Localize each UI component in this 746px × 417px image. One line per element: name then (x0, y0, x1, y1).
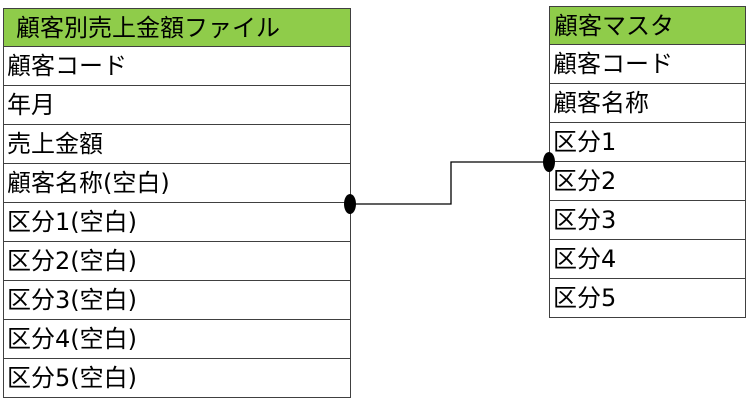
customer-master-field-category-3: 区分3 (550, 201, 745, 240)
sales-file-field-category-4: 区分4(空白) (4, 320, 350, 359)
customer-master-table: 顧客マスタ 顧客コード 顧客名称 区分1 区分2 区分3 区分4 区分5 (549, 6, 746, 318)
sales-file-field-customer-code: 顧客コード (4, 47, 350, 86)
customer-master-field-customer-code: 顧客コード (550, 45, 745, 84)
relation-line (350, 161, 549, 205)
customer-master-field-category-1: 区分1 (550, 123, 745, 162)
customer-master-field-category-2: 区分2 (550, 162, 745, 201)
sales-file-field-category-5: 区分5(空白) (4, 359, 350, 398)
customer-master-field-customer-name: 顧客名称 (550, 84, 745, 123)
relation-endpoint-right (543, 152, 555, 172)
sales-file-field-category-2: 区分2(空白) (4, 242, 350, 281)
customer-master-field-category-5: 区分5 (550, 279, 745, 318)
sales-file-field-customer-name: 顧客名称(空白) (4, 164, 350, 203)
sales-file-table: 顧客別売上金額ファイル 顧客コード 年月 売上金額 顧客名称(空白) 区分1(空… (3, 8, 351, 398)
sales-file-field-sales-amount: 売上金額 (4, 125, 350, 164)
relation-endpoint-left (344, 194, 356, 214)
sales-file-field-category-3: 区分3(空白) (4, 281, 350, 320)
customer-master-field-category-4: 区分4 (550, 240, 745, 279)
customer-master-table-title: 顧客マスタ (550, 6, 745, 45)
sales-file-field-category-1: 区分1(空白) (4, 203, 350, 242)
sales-file-field-year-month: 年月 (4, 86, 350, 125)
sales-file-table-title: 顧客別売上金額ファイル (4, 8, 350, 47)
